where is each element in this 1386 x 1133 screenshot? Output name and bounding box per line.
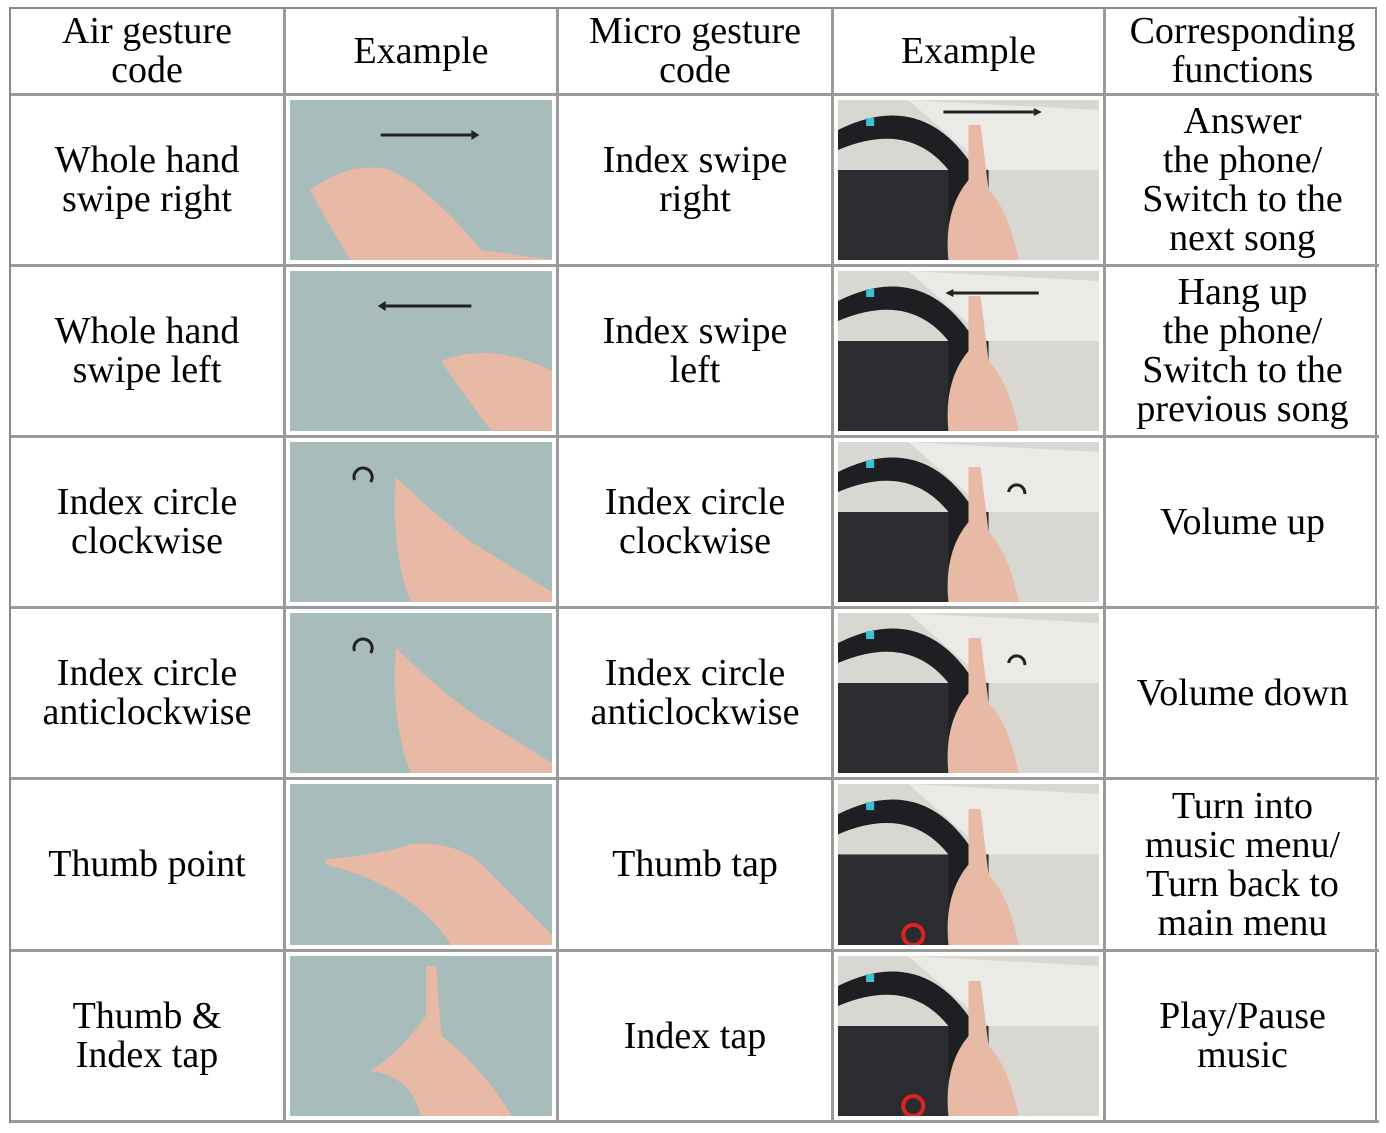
corresponding-function: Hang up the phone/ Switch to the previou… <box>1106 267 1379 438</box>
corresponding-function: Play/Pause music <box>1106 952 1379 1123</box>
air-gesture-code: Index circle clockwise <box>11 438 286 609</box>
header-cell-4: Corresponding functions <box>1106 9 1379 96</box>
index-circle-acw-photo <box>286 609 559 780</box>
header-cell-2: Micro gesture code <box>559 9 834 96</box>
index-circle-acw-wheel-photo <box>834 609 1106 780</box>
thumb-index-tap-photo <box>286 952 559 1123</box>
corresponding-function: Turn into music menu/ Turn back to main … <box>1106 780 1379 952</box>
micro-gesture-code: Index circle anticlockwise <box>559 609 834 780</box>
micro-gesture-code: Index swipe right <box>559 96 834 267</box>
thumb-point-photo <box>286 780 559 952</box>
air-gesture-code: Whole hand swipe left <box>11 267 286 438</box>
corresponding-function: Volume up <box>1106 438 1379 609</box>
index-tap-wheel-photo <box>834 952 1106 1123</box>
micro-gesture-code: Index swipe left <box>559 267 834 438</box>
index-circle-cw-photo <box>286 438 559 609</box>
corresponding-function: Answer the phone/ Switch to the next son… <box>1106 96 1379 267</box>
header-cell-1: Example <box>286 9 559 96</box>
header-cell-0: Air gesture code <box>11 9 286 96</box>
index-circle-cw-wheel-photo <box>834 438 1106 609</box>
air-gesture-code: Thumb & Index tap <box>11 952 286 1123</box>
hand-swipe-left-photo <box>286 267 559 438</box>
micro-gesture-code: Index circle clockwise <box>559 438 834 609</box>
micro-gesture-code: Thumb tap <box>559 780 834 952</box>
air-gesture-code: Index circle anticlockwise <box>11 609 286 780</box>
air-gesture-code: Thumb point <box>11 780 286 952</box>
thumb-tap-wheel-photo <box>834 780 1106 952</box>
micro-gesture-code: Index tap <box>559 952 834 1123</box>
corresponding-function: Volume down <box>1106 609 1379 780</box>
header-cell-3: Example <box>834 9 1106 96</box>
hand-swipe-right-photo <box>286 96 559 267</box>
index-swipe-right-wheel-photo <box>834 96 1106 267</box>
air-gesture-code: Whole hand swipe right <box>11 96 286 267</box>
index-swipe-left-wheel-photo <box>834 267 1106 438</box>
